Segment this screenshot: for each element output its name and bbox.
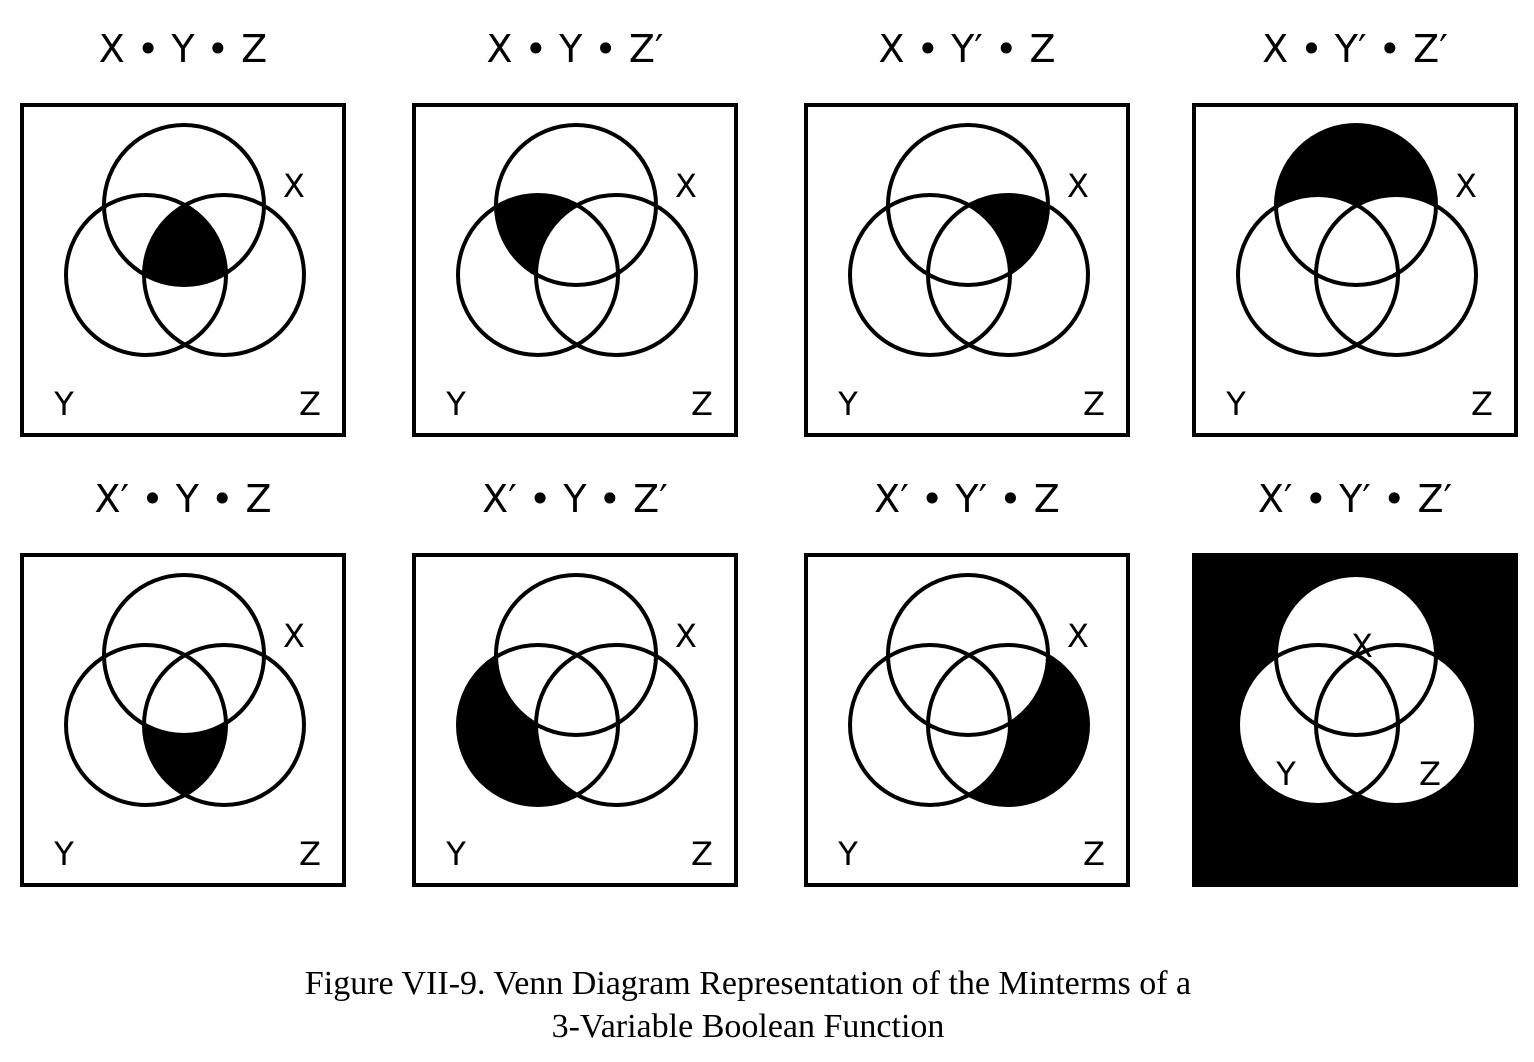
set-y-circle xyxy=(456,643,620,807)
minterm-label: X • Y′ • Z xyxy=(878,27,1055,71)
minterm-label: X′ • Y′ • Z′ xyxy=(1258,477,1452,521)
set-x-label: X xyxy=(283,617,305,655)
set-x-label: X xyxy=(675,167,697,205)
venn-panel-m7: X • Y • Z X Y Z xyxy=(20,27,346,437)
venn-panel-m4: X • Y′ • Z′ X Y Z xyxy=(1192,27,1518,437)
set-y-label: Y xyxy=(1275,755,1296,793)
venn-panel-m2: X′ • Y • Z′ X Y Z xyxy=(412,477,738,887)
set-x-label: X xyxy=(1067,167,1089,205)
set-z-label: Z xyxy=(691,835,713,873)
figure-caption-line-2: 3-Variable Boolean Function xyxy=(552,1008,945,1045)
minterm-label: X′ • Y′ • Z xyxy=(874,477,1060,521)
minterm-label: X • Y • Z′ xyxy=(486,27,663,71)
venn-panel-m0: X′ • Y′ • Z′ X Y Z xyxy=(1192,477,1518,887)
set-y-label: Y xyxy=(837,835,858,873)
set-y-circle xyxy=(64,643,228,807)
venn-panel-m1: X′ • Y′ • Z X Y Z xyxy=(804,477,1130,887)
set-z-circle xyxy=(926,193,1090,357)
set-x-label: X xyxy=(1455,167,1477,205)
venn-panel-m6: X • Y • Z′ X Y Z xyxy=(412,27,738,437)
set-x-label: X xyxy=(1351,627,1373,665)
set-z-circle xyxy=(142,643,306,807)
set-z-label: Z xyxy=(691,385,713,423)
set-z-circle xyxy=(142,193,306,357)
set-y-label: Y xyxy=(1225,385,1246,423)
set-y-circle xyxy=(848,643,1012,807)
set-y-label: Y xyxy=(445,385,466,423)
set-z-label: Z xyxy=(1471,385,1493,423)
minterm-label: X • Y • Z xyxy=(99,27,267,71)
set-y-circle xyxy=(1236,643,1400,807)
set-x-label: X xyxy=(283,167,305,205)
venn-panel-m5: X • Y′ • Z X Y Z xyxy=(804,27,1130,437)
set-y-circle xyxy=(1236,193,1400,357)
set-y-label: Y xyxy=(53,385,74,423)
set-z-circle xyxy=(926,643,1090,807)
set-x-label: X xyxy=(1067,617,1089,655)
set-y-circle xyxy=(848,193,1012,357)
set-y-label: Y xyxy=(445,835,466,873)
figure-caption-line-1: Figure VII-9. Venn Diagram Representatio… xyxy=(305,965,1191,1002)
set-z-circle xyxy=(534,193,698,357)
set-y-label: Y xyxy=(53,835,74,873)
set-z-label: Z xyxy=(1083,385,1105,423)
minterm-label: X′ • Y • Z xyxy=(94,477,271,521)
set-z-circle xyxy=(534,643,698,807)
set-y-label: Y xyxy=(837,385,858,423)
set-z-label: Z xyxy=(1419,755,1441,793)
minterm-label: X • Y′ • Z′ xyxy=(1262,27,1448,71)
set-x-label: X xyxy=(675,617,697,655)
set-z-circle xyxy=(1314,643,1478,807)
minterm-label: X′ • Y • Z′ xyxy=(482,477,668,521)
venn-panel-m3: X′ • Y • Z X Y Z xyxy=(20,477,346,887)
set-z-label: Z xyxy=(299,385,321,423)
set-z-label: Z xyxy=(299,835,321,873)
set-z-circle xyxy=(1314,193,1478,357)
set-y-circle xyxy=(64,193,228,357)
set-z-label: Z xyxy=(1083,835,1105,873)
set-y-circle xyxy=(456,193,620,357)
